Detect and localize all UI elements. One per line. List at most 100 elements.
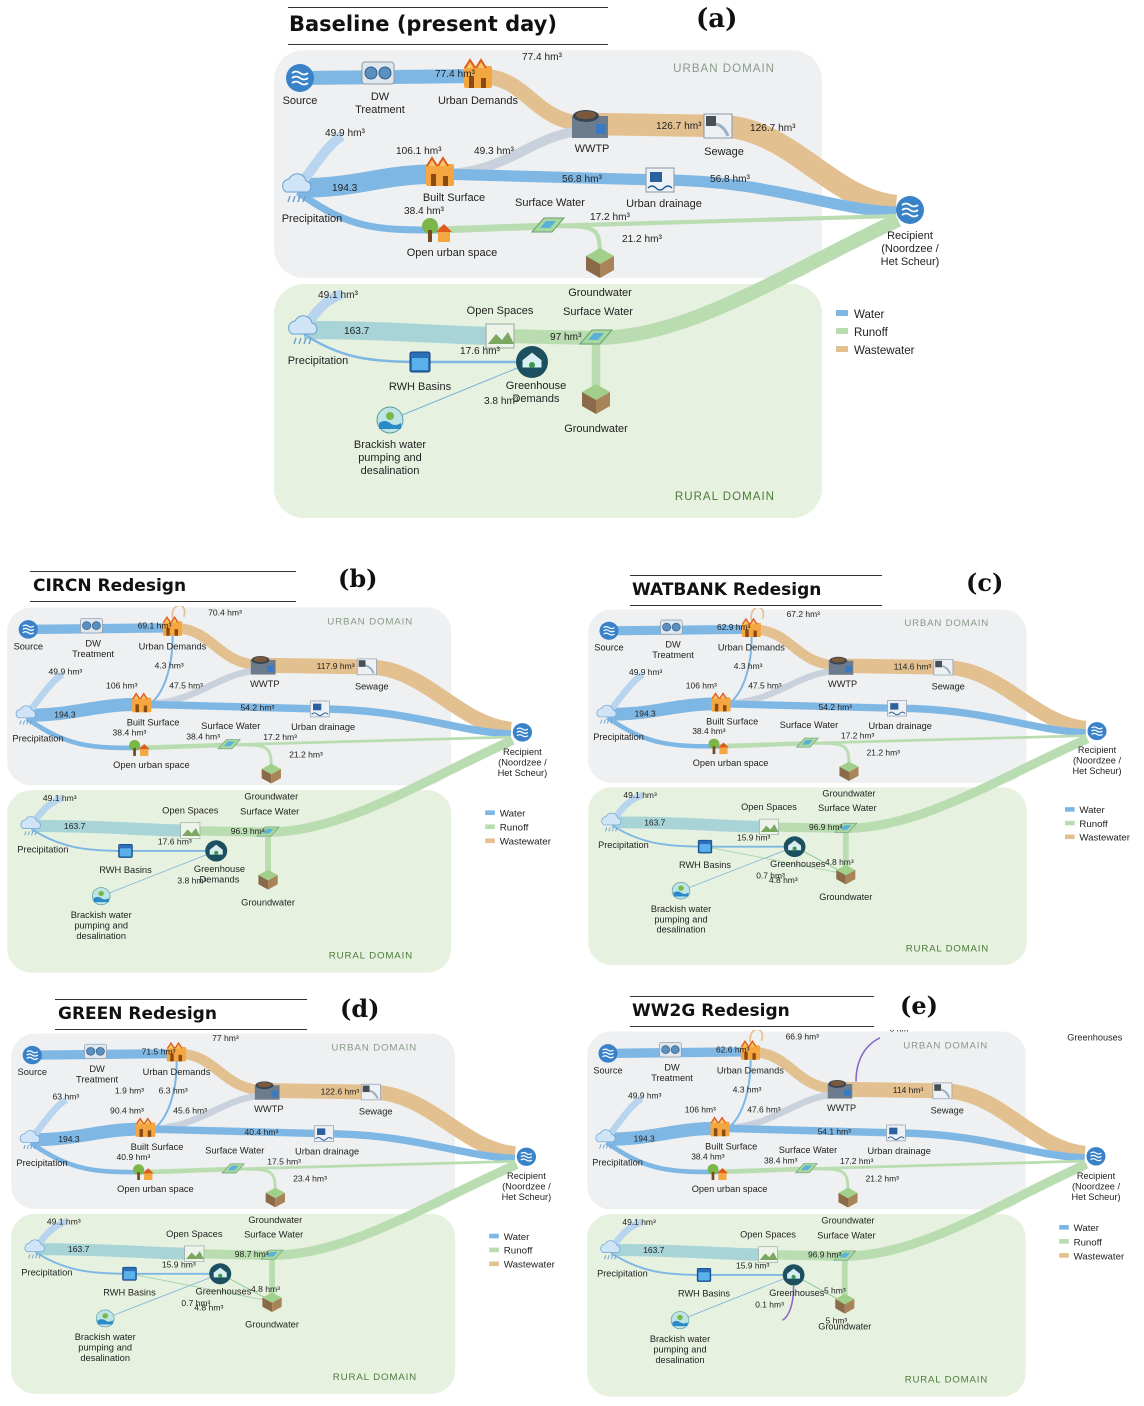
- flow-label-ud-built: 4.3 hm³: [734, 662, 763, 671]
- legend-water-swatch: [1065, 807, 1075, 812]
- sewage-icon: [356, 658, 377, 676]
- rural-domain-label: RURAL DOMAIN: [333, 1372, 417, 1383]
- r-precip-icon: [601, 812, 622, 832]
- flow-precip-built: [30, 1122, 146, 1147]
- wwtp-icon: [828, 656, 854, 675]
- flow-label-p-built: 106.1 hm³: [396, 146, 442, 157]
- flow-wwtp-sewage: [267, 1083, 372, 1100]
- legend-water-label: Water: [500, 809, 527, 820]
- node-label-recipient: Recipient(Noordzee /Het Scheur): [502, 1171, 552, 1202]
- rural-domain-label: RURAL DOMAIN: [905, 1375, 988, 1386]
- flow-loop: [749, 1030, 764, 1043]
- panel-e-rule-top: [630, 996, 874, 997]
- built-icon: [426, 156, 454, 186]
- node-label-sewage: Sewage: [355, 682, 389, 692]
- flow-urban-demands-wwtp: [750, 1046, 841, 1095]
- precip-icon: [19, 1130, 40, 1150]
- node-label-built: Built Surface: [705, 1141, 757, 1151]
- r-precip-icon: [288, 315, 318, 345]
- flow-label-open-sw: 38.4 hm³: [764, 1155, 798, 1165]
- node-label-r-precip: Precipitation: [598, 840, 649, 850]
- flow-label-r-open: 96.9 hm³: [809, 823, 843, 832]
- r-surface-icon: [834, 822, 858, 833]
- flow-precip-open: [295, 189, 439, 234]
- node-label-r-gw: Groundwater: [818, 1322, 871, 1332]
- flow-open-surface: [718, 1166, 807, 1175]
- flow-open-surface-rural: [194, 1249, 273, 1260]
- panel-a-rule: [288, 44, 608, 45]
- node-label-surface: Surface Water: [515, 197, 585, 209]
- node-label-reuse: reuse toGreenhouses: [1067, 1030, 1123, 1043]
- flow-label-brackish: 3.8 hm³: [484, 396, 519, 407]
- node-label-sewage: Sewage: [931, 1106, 964, 1116]
- node-label-open-urban: Open urban space: [692, 1184, 768, 1194]
- node-label-urban-demands: Urban Demands: [718, 643, 785, 653]
- flow-label-precip: 194.3: [332, 183, 358, 194]
- legend-water-label: Water: [1074, 1223, 1100, 1234]
- flow-rural-surface-recipient: [844, 1159, 1089, 1261]
- surface-icon: [221, 1163, 245, 1174]
- flow-surface-recipient: [229, 735, 512, 747]
- flow-label-p-built: 106 hm³: [106, 681, 138, 691]
- node-label-r-precip: Precipitation: [17, 845, 68, 855]
- node-label-r-open: Open Spaces: [166, 1229, 223, 1239]
- wwtp-icon: [254, 1081, 280, 1100]
- flow-open-surface: [437, 222, 549, 234]
- flow-built-drainage: [439, 168, 661, 186]
- flow-label-gh-gw: 4.8 hm³: [825, 858, 854, 867]
- flow-label-rwh: 17.6 hm³: [460, 346, 501, 357]
- panel-d-rule-top: [55, 999, 307, 1000]
- node-label-r-precip: Precipitation: [597, 1269, 648, 1279]
- flow-label-r-open: 98.7 hm³: [235, 1249, 269, 1259]
- panel-a-rule-top: [288, 7, 608, 8]
- flow-label-rwh-gw: 4.8 hm³: [194, 1303, 223, 1313]
- flow-label-rwh: 15.9 hm³: [737, 834, 771, 843]
- urban-demands-icon: [740, 1039, 760, 1060]
- dw-icon: [80, 617, 103, 634]
- flow-label-evap: 49.9 hm³: [325, 128, 366, 139]
- flow-reuse: [855, 1037, 881, 1082]
- flow-precip-rwh: [30, 828, 126, 852]
- wwtp-icon: [827, 1079, 853, 1099]
- r-precip-icon: [24, 1239, 45, 1259]
- flow-brackish-greenhouse: [679, 1274, 794, 1321]
- dw-icon: [659, 1041, 682, 1058]
- node-label-greenhouse: Greenhouses: [196, 1287, 252, 1297]
- flow-label-p-open: 38.4 hm³: [691, 1152, 725, 1162]
- urban-demands-icon: [741, 617, 761, 638]
- flow-open-surface-rural: [499, 329, 597, 345]
- flow-label-reuse: 5 hm³: [890, 1030, 912, 1034]
- flow-precip-built: [607, 697, 722, 721]
- rural-domain-label: RURAL DOMAIN: [329, 951, 413, 962]
- r-open-icon: [180, 822, 201, 839]
- flow-label-p-open: 38.4 hm³: [404, 206, 445, 217]
- flow-surface-recipient: [547, 213, 897, 229]
- node-label-rwh: RWH Basins: [678, 1289, 730, 1299]
- node-label-greenhouse: Greenhouses: [769, 1288, 825, 1298]
- node-label-source: Source: [14, 642, 43, 652]
- legend-wastewater-swatch: [1059, 1253, 1069, 1258]
- flow-open-surface: [139, 742, 230, 751]
- legend-water-label: Water: [1079, 804, 1104, 815]
- flow-label-wwtp-sew: 126.7 hm³: [656, 121, 702, 132]
- node-label-recipient: Recipient(Noordzee /Het Scheur): [1071, 1171, 1120, 1202]
- flow-label-r-evap: 49.1 hm³: [623, 791, 657, 800]
- node-label-wwtp: WWTP: [254, 1104, 283, 1114]
- panel-e-title: WW2G Redesign: [632, 1001, 790, 1021]
- flow-label-r-precip: 163.7: [68, 1244, 90, 1254]
- node-label-gw: Groundwater: [821, 1216, 874, 1226]
- r-surface-icon: [578, 329, 614, 345]
- flow-label-rwh-gw: 4.8 hm³: [769, 876, 798, 885]
- rwh-icon: [118, 843, 133, 858]
- r-open-icon: [758, 1246, 778, 1263]
- flow-open-surface-rural: [190, 825, 269, 837]
- rural-domain-box: [588, 787, 1027, 966]
- drainage-icon: [887, 700, 907, 717]
- flow-label-precip: 194.3: [58, 1134, 80, 1144]
- flow-label-wwtp-sew: 117.9 hm³: [317, 661, 355, 671]
- legend-runoff-swatch: [485, 824, 495, 830]
- flow-built-drainage: [145, 1125, 325, 1138]
